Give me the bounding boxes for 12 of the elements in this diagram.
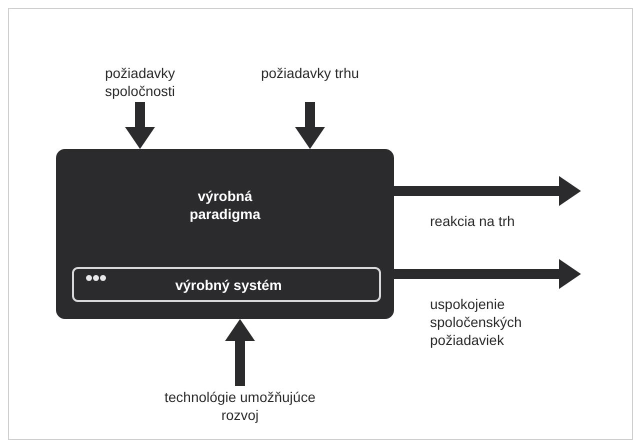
system-box bbox=[72, 267, 381, 302]
arrow bbox=[295, 102, 325, 149]
input-label: požiadavky spoločnosti bbox=[104, 64, 176, 100]
arrow bbox=[225, 319, 255, 386]
process-box bbox=[56, 149, 394, 319]
arrow bbox=[394, 176, 581, 206]
box-title: výrobný systém bbox=[174, 276, 283, 294]
arrow bbox=[125, 102, 155, 149]
input-label: požiadavky trhu bbox=[260, 64, 360, 82]
arrow bbox=[394, 259, 581, 289]
input-label: technológie umožňujúce rozvoj bbox=[164, 388, 316, 424]
box-title: výrobná paradigma bbox=[188, 187, 262, 223]
